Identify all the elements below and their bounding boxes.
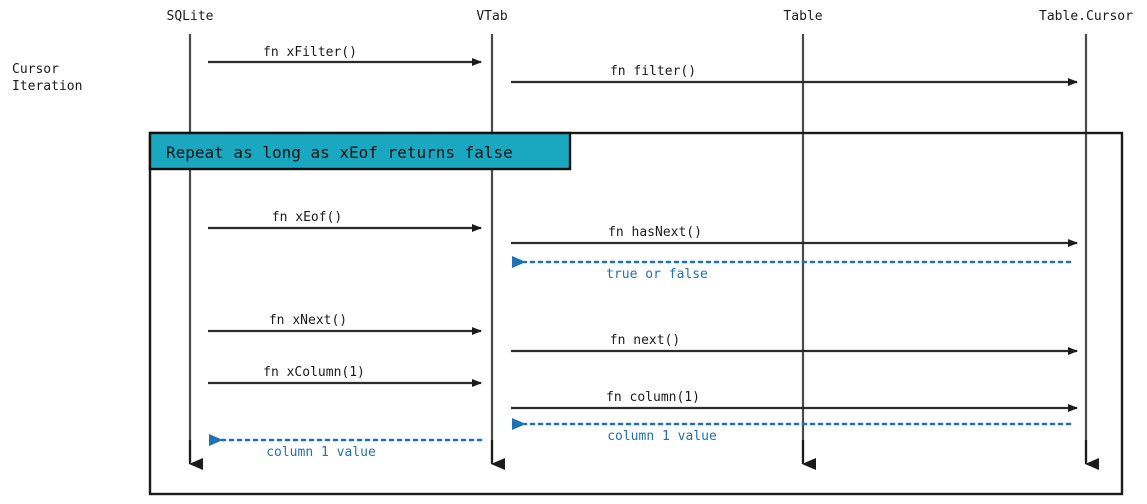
- message-label-xfilter: fn xFilter(): [263, 45, 357, 60]
- message-label-column: fn column(1): [606, 390, 700, 405]
- message-xcolumn: fn xColumn(1): [208, 365, 482, 387]
- loop-fragment-label: Repeat as long as xEof returns false: [166, 143, 513, 162]
- participant-label-table-cursor: Table.Cursor: [1039, 9, 1133, 24]
- message-label-return-true-or-false: true or false: [606, 267, 708, 282]
- message-xeof: fn xEof(): [208, 210, 482, 232]
- message-return-column-value-vtab: column 1 value: [512, 418, 1072, 444]
- loop-fragment-banner: [148, 131, 572, 171]
- message-return-column-value-sqlite: column 1 value: [209, 434, 483, 460]
- lifelines: [188, 34, 1099, 470]
- message-column: fn column(1): [511, 390, 1078, 412]
- section-label-line-1: Cursor: [12, 62, 59, 77]
- participant-headers: SQLite VTab Table Table.Cursor: [167, 9, 1134, 24]
- message-label-xcolumn: fn xColumn(1): [263, 365, 365, 380]
- message-return-true-or-false: true or false: [512, 256, 1072, 282]
- message-label-next: fn next(): [610, 333, 680, 348]
- section-label-cursor-iteration: Cursor Iteration: [12, 62, 82, 94]
- participant-label-sqlite: SQLite: [167, 9, 214, 24]
- message-filter: fn filter(): [511, 64, 1078, 86]
- loop-fragment-box: [148, 131, 1124, 496]
- message-label-hasnext: fn hasNext(): [608, 225, 702, 240]
- message-label-xnext: fn xNext(): [269, 313, 347, 328]
- message-label-xeof: fn xEof(): [272, 210, 342, 225]
- message-next: fn next(): [511, 333, 1078, 355]
- message-label-return-column-value-vtab: column 1 value: [607, 429, 717, 444]
- message-label-return-column-value-sqlite: column 1 value: [266, 445, 376, 460]
- message-hasnext: fn hasNext(): [511, 225, 1078, 247]
- message-xnext: fn xNext(): [208, 313, 482, 335]
- message-label-filter: fn filter(): [610, 64, 696, 79]
- section-label-line-2: Iteration: [12, 79, 82, 94]
- participant-label-table: Table: [783, 9, 822, 24]
- loop-fragment: Repeat as long as xEof returns false: [148, 131, 1124, 496]
- message-xfilter: fn xFilter(): [208, 45, 482, 66]
- participant-label-vtab: VTab: [476, 9, 507, 24]
